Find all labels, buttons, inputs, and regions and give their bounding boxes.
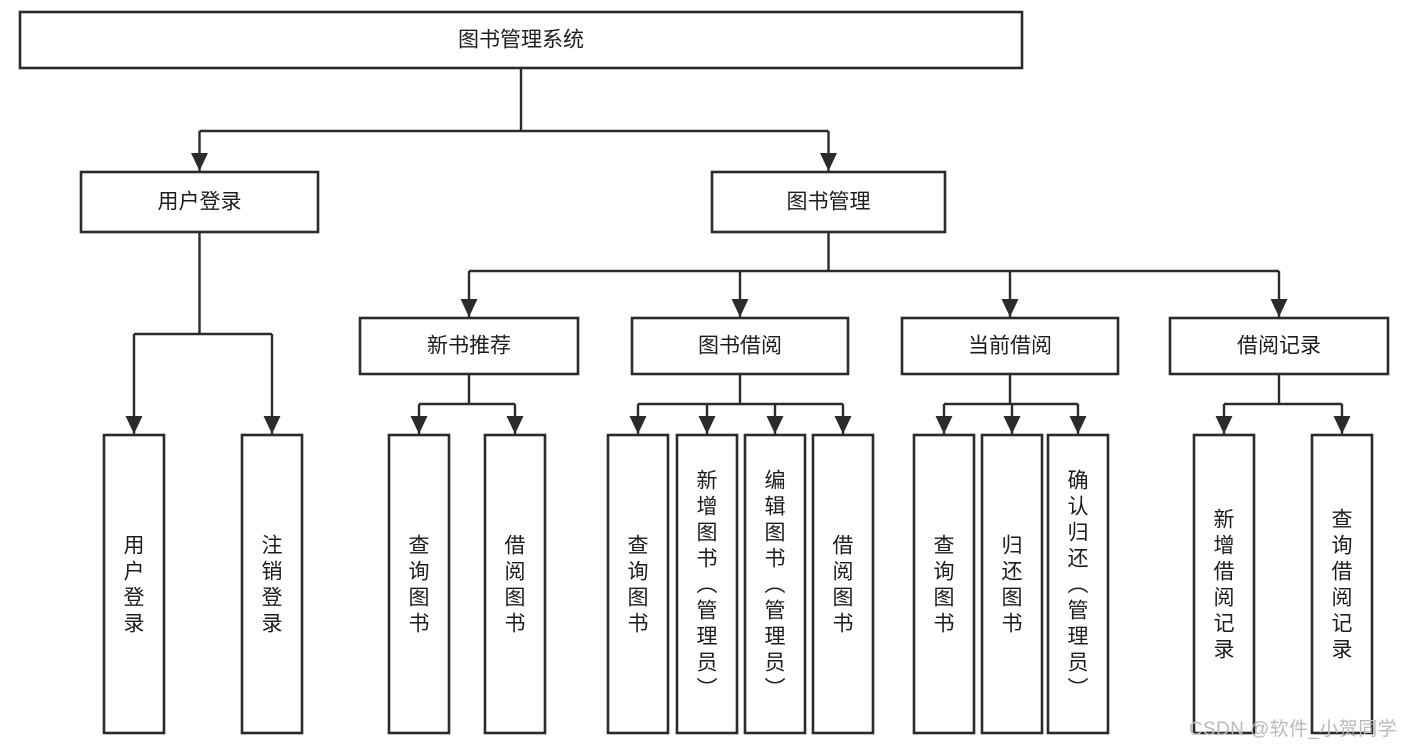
node-label: 用户登录 [124, 534, 145, 635]
node-label: 借阅图书 [505, 534, 526, 635]
arrow-head-icon [820, 153, 837, 171]
node-label: 新增图书︵管理员︶ [697, 469, 718, 700]
node-label: 用户登录 [158, 191, 242, 214]
arrow-head-icon [1001, 299, 1019, 317]
node-box [912, 433, 976, 735]
node-label: 图书管理 [787, 191, 871, 214]
arrow-head-icon [698, 416, 716, 434]
node-box [1046, 433, 1110, 735]
node-leaf-3[interactable]: 借阅图书 [483, 433, 547, 735]
node-label: 确认归还︵管理员︶ [1068, 469, 1089, 700]
node-box [630, 316, 850, 376]
node-leaf-10[interactable]: 确认归还︵管理员︶ [1046, 433, 1110, 735]
node-label: 新书推荐 [427, 335, 511, 358]
arrow-head-icon [506, 416, 524, 434]
node-layer: 图书管理系统用户登录图书管理新书推荐图书借阅当前借阅借阅记录用户登录注销登录查询… [18, 10, 1390, 735]
node-leaf-7[interactable]: 借阅图书 [811, 433, 875, 735]
node-label: 查询图书 [628, 534, 649, 635]
arrow-head-icon [1215, 416, 1233, 434]
arrow-head-icon [834, 416, 852, 434]
node-box [1168, 316, 1390, 376]
node-label: 图书借阅 [698, 335, 782, 358]
arrow-head-icon [1333, 416, 1351, 434]
node-leaf-9[interactable]: 归还图书 [980, 433, 1044, 735]
arrow-head-icon [1003, 416, 1021, 434]
node-box [710, 170, 947, 234]
node-box [18, 10, 1024, 70]
node-label: 编辑图书︵管理员︶ [765, 469, 786, 700]
arrow-head-icon [1069, 416, 1087, 434]
node-leaf-8[interactable]: 查询图书 [912, 433, 976, 735]
node-box [483, 433, 547, 735]
node-box [1192, 433, 1256, 735]
arrow-head-icon [125, 416, 143, 434]
arrow-head-icon [935, 416, 953, 434]
node-leaf-6[interactable]: 编辑图书︵管理员︶ [743, 433, 807, 735]
arrow-head-icon [1270, 299, 1288, 317]
node-l3-1[interactable]: 图书借阅 [630, 316, 850, 376]
node-box [900, 316, 1120, 376]
node-leaf-4[interactable]: 查询图书 [606, 433, 670, 735]
connector-layer [125, 68, 1351, 434]
node-leaf-0[interactable]: 用户登录 [102, 433, 166, 735]
node-label: 归还图书 [1002, 534, 1023, 635]
node-box [606, 433, 670, 735]
node-label: 图书管理系统 [458, 29, 584, 52]
arrow-head-icon [460, 299, 478, 317]
arrow-head-icon [410, 416, 428, 434]
node-leaf-11[interactable]: 新增借阅记录 [1192, 433, 1256, 735]
arrow-head-icon [731, 299, 749, 317]
node-root-0[interactable]: 图书管理系统 [18, 10, 1024, 70]
node-label: 注销登录 [262, 534, 283, 635]
node-l3-3[interactable]: 借阅记录 [1168, 316, 1390, 376]
node-l3-0[interactable]: 新书推荐 [358, 316, 580, 376]
node-box [980, 433, 1044, 735]
node-l3-2[interactable]: 当前借阅 [900, 316, 1120, 376]
node-box [743, 433, 807, 735]
node-label: 借阅图书 [833, 534, 854, 635]
node-leaf-5[interactable]: 新增图书︵管理员︶ [675, 433, 739, 735]
node-box [102, 433, 166, 735]
node-label: 当前借阅 [968, 335, 1052, 358]
node-leaf-2[interactable]: 查询图书 [387, 433, 451, 735]
node-label: 借阅记录 [1237, 335, 1321, 358]
node-box [1310, 433, 1374, 735]
node-label: 新增借阅记录 [1214, 508, 1235, 661]
node-box [358, 316, 580, 376]
node-l2-1[interactable]: 图书管理 [710, 170, 947, 234]
node-box [675, 433, 739, 735]
node-l2-0[interactable]: 用户登录 [79, 170, 320, 234]
node-box [387, 433, 451, 735]
arrow-head-icon [629, 416, 647, 434]
arrow-head-icon [766, 416, 784, 434]
node-box [811, 433, 875, 735]
node-box [240, 433, 304, 735]
node-label: 查询图书 [934, 534, 955, 635]
node-label: 查询借阅记录 [1332, 508, 1353, 661]
arrow-head-icon [263, 416, 281, 434]
arrow-head-icon [191, 153, 208, 171]
node-leaf-12[interactable]: 查询借阅记录 [1310, 433, 1374, 735]
node-box [79, 170, 320, 234]
node-leaf-1[interactable]: 注销登录 [240, 433, 304, 735]
node-label: 查询图书 [409, 534, 430, 635]
